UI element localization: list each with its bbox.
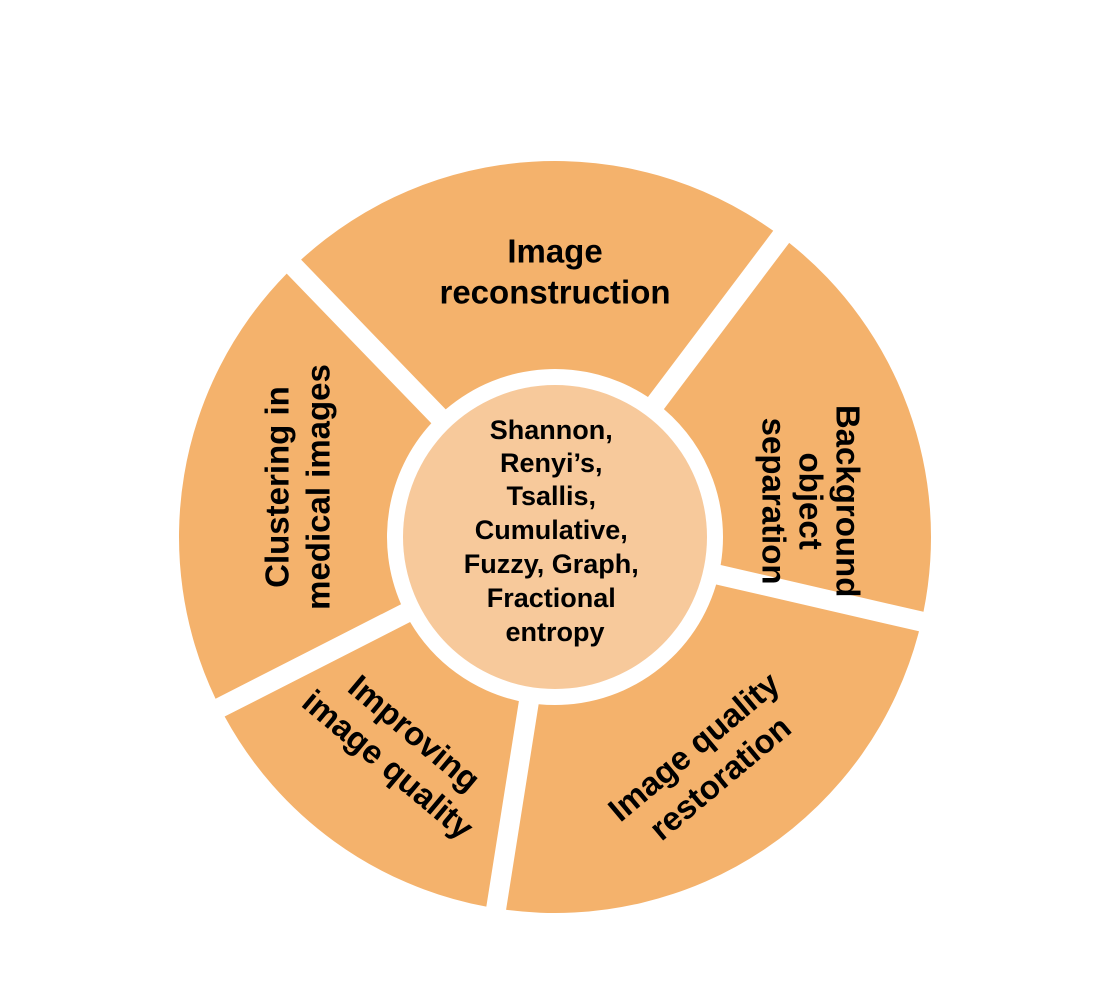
segment-image-quality-restoration: Image qualityrestoration	[506, 584, 919, 913]
center-line: Fuzzy, Graph,	[464, 549, 639, 579]
segment-label-line: object	[792, 452, 829, 549]
segment-shape	[663, 242, 931, 612]
segment-shape	[301, 161, 774, 410]
center-disc	[403, 385, 707, 689]
segment-shape	[506, 584, 919, 913]
center-line: Cumulative,	[475, 515, 628, 545]
segments-layer: Image reconstructionBackgroundobjectsepar…	[178, 161, 931, 913]
segment-label: Backgroundobjectseparation	[755, 405, 866, 598]
center-line: entropy	[505, 617, 604, 647]
segment-image-reconstruction: Image reconstruction	[301, 161, 774, 410]
segment-label-line: separation	[755, 418, 792, 585]
segment-label-line: Image	[507, 233, 602, 270]
center-line: Tsallis,	[506, 481, 596, 511]
center-line: Fractional	[487, 583, 616, 613]
segment-label-line: Clustering in	[258, 386, 295, 588]
segment-label: Image reconstruction	[439, 233, 670, 311]
segment-label-line: medical images	[299, 364, 336, 610]
center-line: Renyi’s,	[500, 448, 603, 478]
segment-label-line: reconstruction	[439, 274, 670, 311]
segment-label-line: Background	[829, 405, 866, 598]
center-line: Shannon,	[490, 415, 613, 445]
segment-improving-image-quality: Improvingimage quality	[224, 622, 519, 907]
segment-background-separation: Backgroundobjectseparation	[663, 242, 931, 612]
segment-shape	[178, 273, 432, 699]
segment-shape	[224, 622, 519, 907]
center-entropy-list: Shannon, Renyi’s, Tsallis, Cumulative, F…	[464, 415, 647, 647]
